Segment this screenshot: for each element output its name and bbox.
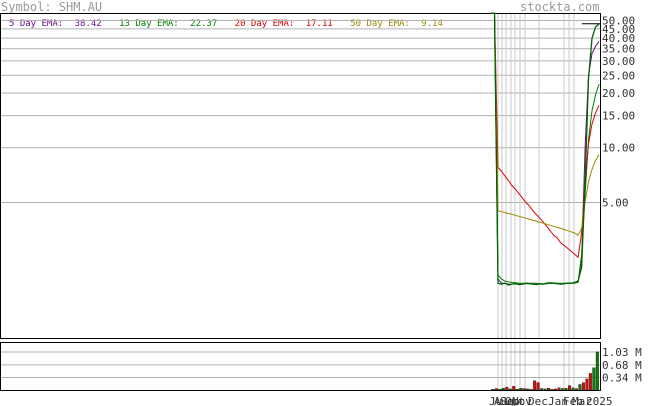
volume-bar xyxy=(595,351,599,391)
site-name[interactable]: stockta.com xyxy=(520,0,600,14)
volume-bar xyxy=(508,388,512,391)
volume-bar xyxy=(564,388,568,391)
volume-bar xyxy=(588,373,592,391)
volume-bar xyxy=(561,388,565,391)
volume-bar xyxy=(491,389,495,391)
ema-line xyxy=(491,12,600,237)
volume-bar xyxy=(494,388,498,391)
volume-bar xyxy=(512,386,516,391)
price-y-tick-label: 5.00 xyxy=(602,196,629,209)
volume-bar xyxy=(529,389,533,391)
volume-y-tick-label: 1.03 M xyxy=(602,346,642,359)
volume-bar xyxy=(581,382,585,391)
legend-ema13-value: 22.37 xyxy=(190,19,218,29)
volume-bar xyxy=(505,386,509,391)
price-y-tick-label: 15.00 xyxy=(602,110,635,123)
legend-ema20: 20 Day EMA: 17.11 xyxy=(235,19,339,29)
legend-ema20-value: 17.11 xyxy=(305,19,333,29)
volume-bar xyxy=(498,389,502,391)
volume-bar xyxy=(592,367,596,391)
x-tick-label: Nov xyxy=(512,395,532,406)
x-tick-label: Dec xyxy=(528,395,548,406)
volume-bar xyxy=(567,385,571,391)
legend-ema50-value: 9.14 xyxy=(421,19,443,29)
price-y-tick-label: 40.00 xyxy=(602,32,635,45)
x-tick-label: Mar xyxy=(572,395,592,406)
legend-ema5-label: 5 Day EMA: xyxy=(9,19,64,29)
legend-ema50: 50 Day EMA: 9.14 xyxy=(350,19,449,29)
price-y-tick-label: 35.00 xyxy=(602,43,635,56)
price-y-tick-label: 25.00 xyxy=(602,69,635,82)
x-tick-label: Aug xyxy=(494,395,514,406)
volume-bar xyxy=(522,388,526,391)
ema-legend: 5 Day EMA: 38.42 13 Day EMA: 22.37 20 Da… xyxy=(9,19,455,29)
volume-bar xyxy=(574,388,578,391)
x-tick-label: Oct xyxy=(505,395,525,406)
volume-bar xyxy=(543,388,547,391)
legend-ema5: 5 Day EMA: 38.42 xyxy=(9,19,108,29)
x-tick-label: Jul xyxy=(489,395,509,406)
x-tick-label: 2025 xyxy=(586,395,613,406)
price-y-tick-label: 50.00 xyxy=(602,15,635,28)
x-tick-label: Sep xyxy=(500,395,520,406)
price-panel-frame xyxy=(0,13,601,339)
ema-line xyxy=(491,12,600,259)
volume-bar xyxy=(585,378,589,391)
legend-ema5-value: 38.42 xyxy=(74,19,102,29)
legend-ema50-label: 50 Day EMA: xyxy=(350,19,410,29)
legend-ema13: 13 Day EMA: 22.37 xyxy=(119,19,223,29)
price-y-tick-label: 20.00 xyxy=(602,87,635,100)
volume-y-tick-label: 0.34 M xyxy=(602,371,642,384)
volume-bar xyxy=(557,387,561,391)
volume-y-tick-label: 0.68 M xyxy=(602,359,642,372)
volume-bar xyxy=(571,387,575,391)
price-line xyxy=(491,12,600,286)
volume-bar xyxy=(536,382,540,391)
volume-bar xyxy=(578,384,582,391)
legend-ema13-label: 13 Day EMA: xyxy=(119,19,179,29)
volume-bar xyxy=(515,389,519,391)
volume-bar xyxy=(519,388,523,391)
volume-bar xyxy=(550,389,554,391)
volume-bar xyxy=(533,380,537,391)
volume-panel-frame xyxy=(0,342,601,391)
volume-bar xyxy=(547,388,551,391)
volume-bar xyxy=(501,388,505,391)
price-y-tick-label: 10.00 xyxy=(602,142,635,155)
volume-bar xyxy=(554,388,558,391)
symbol-title: Symbol: SHM.AU xyxy=(1,0,103,14)
price-y-tick-label: 45.00 xyxy=(602,23,635,36)
x-tick-label: Jan xyxy=(548,395,568,406)
legend-ema20-label: 20 Day EMA: xyxy=(234,19,295,29)
x-tick-label: Feb xyxy=(563,395,583,406)
price-y-tick-label: 30.00 xyxy=(602,55,635,68)
volume-bar xyxy=(526,388,530,391)
volume-bar xyxy=(540,388,544,391)
